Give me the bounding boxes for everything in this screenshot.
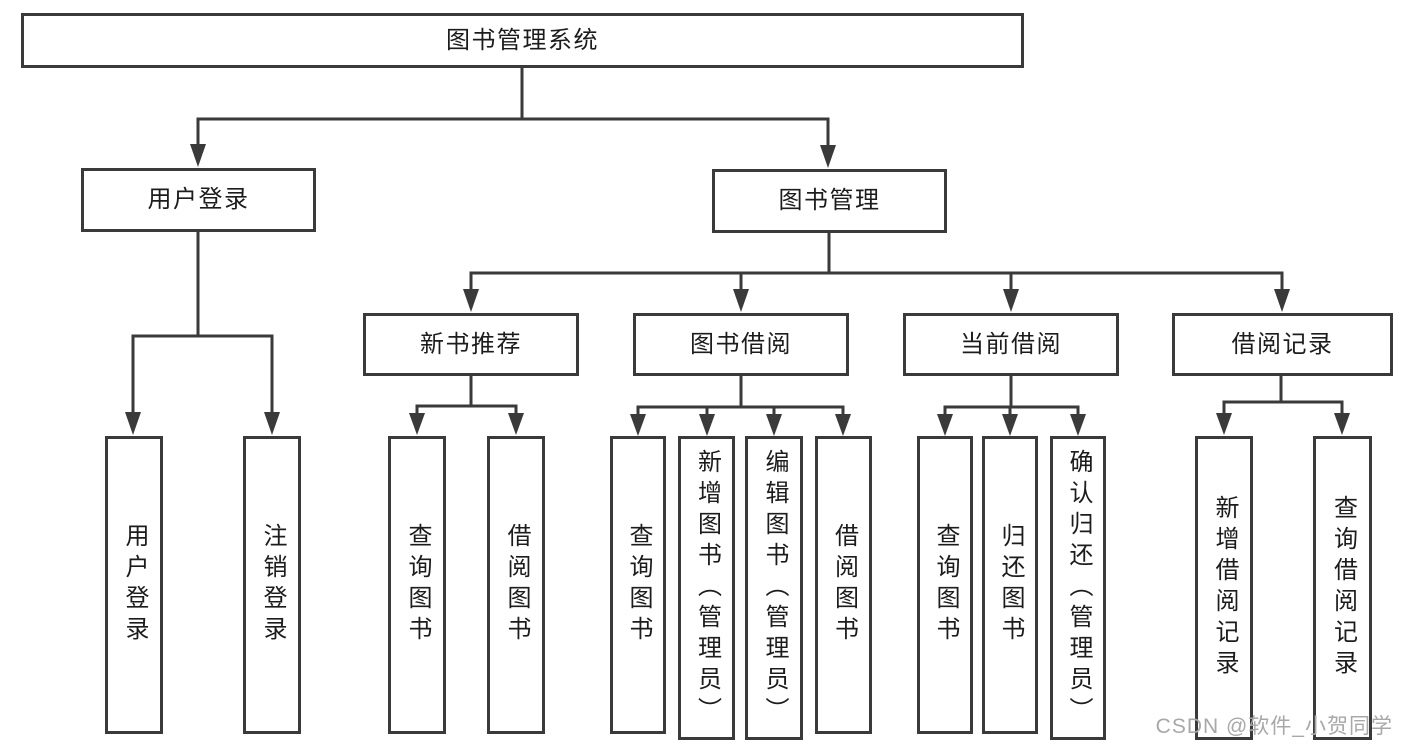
node-label: 图书借阅 bbox=[690, 330, 792, 358]
connector-records-to-leaves bbox=[1216, 376, 1350, 435]
node-current-borrow: 当前借阅 bbox=[903, 313, 1119, 376]
leaf-label: 用户登录 bbox=[121, 523, 148, 647]
leaf-label: 查询图书 bbox=[625, 523, 652, 647]
leaf-edit-book-admin: 编辑图书（管理员） bbox=[745, 436, 803, 740]
node-label: 图书管理系统 bbox=[446, 26, 599, 54]
node-book-management: 图书管理 bbox=[712, 169, 947, 233]
leaf-borrow-books-recommend: 借阅图书 bbox=[487, 436, 545, 734]
leaf-query-borrow-record: 查询借阅记录 bbox=[1313, 436, 1372, 740]
leaf-confirm-return-admin: 确认归还（管理员） bbox=[1050, 436, 1106, 740]
node-user-login-group: 用户登录 bbox=[81, 168, 316, 232]
leaf-add-book-admin: 新增图书（管理员） bbox=[678, 436, 735, 740]
connector-root-to-level1 bbox=[190, 68, 836, 168]
node-library-system: 图书管理系统 bbox=[21, 13, 1024, 68]
leaf-label: 借阅图书 bbox=[830, 523, 858, 647]
node-label: 图书管理 bbox=[778, 187, 881, 214]
node-label: 用户登录 bbox=[147, 186, 250, 213]
node-book-borrow: 图书借阅 bbox=[633, 313, 849, 376]
node-label: 借阅记录 bbox=[1231, 330, 1334, 358]
leaf-label: 新增借阅记录 bbox=[1211, 495, 1238, 681]
leaf-label: 编辑图书（管理员） bbox=[761, 448, 788, 728]
leaf-label: 借阅图书 bbox=[503, 523, 530, 647]
leaf-label: 注销登录 bbox=[259, 523, 286, 647]
leaf-user-login: 用户登录 bbox=[105, 436, 163, 734]
connector-borrow-to-leaves bbox=[630, 376, 851, 436]
connector-mgmt-to-level2 bbox=[463, 233, 1290, 312]
leaf-return-book: 归还图书 bbox=[982, 436, 1038, 734]
leaf-query-books-borrow: 查询图书 bbox=[610, 436, 666, 734]
leaf-borrow-books-borrow: 借阅图书 bbox=[815, 436, 872, 734]
leaf-query-books-current: 查询图书 bbox=[917, 436, 973, 734]
csdn-watermark: CSDN @软件_小贺同学 bbox=[1155, 715, 1393, 738]
leaf-logout: 注销登录 bbox=[243, 436, 301, 734]
leaf-label: 查询图书 bbox=[932, 523, 959, 647]
leaf-label: 查询借阅记录 bbox=[1329, 495, 1357, 681]
leaf-query-books-recommend: 查询图书 bbox=[388, 436, 446, 734]
leaf-label: 新增图书（管理员） bbox=[693, 448, 721, 728]
leaf-label: 查询图书 bbox=[404, 523, 431, 647]
node-borrow-records: 借阅记录 bbox=[1172, 313, 1393, 376]
node-new-book-recommend: 新书推荐 bbox=[363, 313, 579, 376]
leaf-add-borrow-record: 新增借阅记录 bbox=[1195, 436, 1253, 740]
leaf-label: 归还图书 bbox=[997, 523, 1024, 647]
node-label: 新书推荐 bbox=[420, 330, 522, 358]
connector-login-to-leaves bbox=[125, 232, 280, 435]
node-label: 当前借阅 bbox=[960, 330, 1062, 358]
connector-current-to-leaves bbox=[937, 376, 1086, 436]
leaf-label: 确认归还（管理员） bbox=[1065, 448, 1092, 728]
connector-recommend-to-leaves bbox=[409, 376, 524, 435]
